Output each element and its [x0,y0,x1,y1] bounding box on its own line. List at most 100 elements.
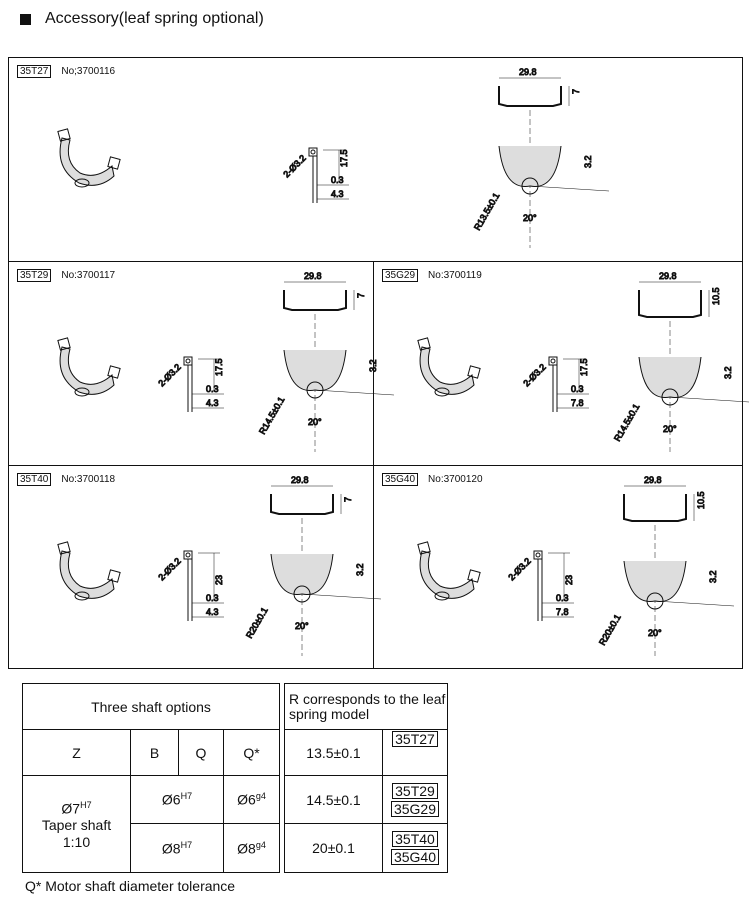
angle-dim: 20° [648,628,662,638]
z-main-tol: H7 [80,799,92,810]
height-dim: 23 [564,575,574,585]
width-dim: 29.8 [519,67,537,77]
leaf-spring-iso-view [57,128,121,188]
part-number: No:3700119 [428,270,482,281]
offset-dim: 0.3 [556,593,569,603]
part-number: No:3700117 [61,270,116,281]
height-dim: 7 [356,293,366,298]
r-table-title: R corresponds to the leaf spring model [284,683,448,730]
offset-dim: 0.3 [206,384,219,394]
r-model-table: R corresponds to the leaf spring model 1… [284,683,448,873]
qs-row2-val: Ø8 [237,840,256,857]
z-taper: Taper shaft [41,817,112,834]
qs-row1: Ø6g4 [223,775,280,824]
bq-row2-val: Ø8 [161,840,181,857]
model-badge: 35T27 [392,731,438,747]
height-dim: 17.5 [339,149,349,167]
r-models-3: 35T40 35G40 [382,823,448,873]
technical-drawing: 230.34.32-Ø3.229.873.220°R20±0.1 [57,475,382,656]
hole-dim: 2-Ø3.2 [521,362,548,389]
width-dim: 29.8 [291,475,309,485]
r-value-2: 14.5±0.1 [284,775,383,824]
offset-dim: 0.3 [571,384,584,394]
leaf-spring-front-view: 29.810.53.220°R14.5±0.1 [612,271,750,452]
z-ratio: 1:10 [62,834,91,851]
thickness-dim: 3.2 [723,366,733,379]
height-dim: 17.5 [214,358,224,376]
model-badge: 35T40 [392,831,438,847]
model-code: 35G29 [382,269,419,282]
leaf-spring-iso-view [417,337,481,397]
angle-dim: 20° [295,621,309,631]
part-number: No:3700118 [61,474,116,485]
height-dim: 10.5 [711,287,721,305]
shaft-options-table: Three shaft options Z B Q Q* Ø7H7 Taper … [22,683,280,873]
leaf-spring-iso-view [417,541,481,601]
thickness-dim: 3.2 [708,570,718,583]
bq-row1-val: Ø6 [161,791,181,808]
radius-dim: R20±0.1 [244,606,270,640]
r-value-3: 20±0.1 [284,823,383,873]
angle-dim: 20° [308,417,322,427]
angle-dim: 20° [523,213,537,223]
width-dim: 4.3 [331,189,344,199]
bq-row1: Ø6H7 [130,775,224,824]
bq-row1-tol: H7 [180,791,193,802]
offset-dim: 0.3 [206,593,219,603]
width-dim: 29.8 [659,271,677,281]
leaf-spring-side-view: 230.34.32-Ø3.2 [156,550,225,621]
panel-35g29: 35G29 No:3700119 17.5 0.3 7.8 2-Ø3.2 29.8 10.5 3… [374,262,750,466]
panel-label: 35G29 No:3700119 [382,269,482,282]
heading-text: Accessory(leaf spring optional) [45,10,264,27]
leaf-spring-iso-view [57,541,121,601]
height-dim: 17.5 [579,358,589,376]
hole-dim: 2-Ø3.2 [156,556,183,583]
hole-dim: 2-Ø3.2 [156,362,183,389]
model-badge: 35G40 [390,849,440,865]
technical-drawing: 17.50.34.32-Ø3.229.873.220°R14.5±0.1 [57,271,395,452]
z-cell: Ø7H7 Taper shaft 1:10 [22,775,131,873]
header-b: B [130,729,179,776]
model-code: 35T29 [17,269,52,282]
technical-drawing: 17.50.37.82-Ø3.229.810.53.220°R14.5±0.1 [417,271,750,452]
height-dim: 10.5 [696,491,706,509]
width-dim: 29.8 [644,475,662,485]
panel-label: 35T29 No:3700117 [17,269,115,282]
thickness-dim: 3.2 [355,563,365,576]
thickness-dim: 3.2 [583,155,593,168]
model-code: 35T27 [17,65,52,78]
width-dim: 4.3 [206,398,219,408]
bq-row2: Ø8H7 [130,823,224,873]
height-dim: 23 [214,575,224,585]
technical-drawing: 17.50.34.32-Ø3.229.873.220°R13.5±0.1 [57,67,610,248]
footnote: Q* Motor shaft diameter tolerance [25,878,236,894]
r-models-1: 35T27 [382,729,448,776]
model-code: 35T40 [17,473,52,486]
bq-row2-tol: H7 [180,839,193,850]
leaf-spring-iso-view [57,337,121,397]
leaf-spring-side-view: 230.37.82-Ø3.2 [506,550,575,621]
header-q-star: Q* [223,729,280,776]
leaf-spring-side-view: 17.50.34.32-Ø3.2 [281,147,350,203]
height-dim: 7 [343,497,353,502]
qs-row1-tol: g4 [255,791,266,802]
z-main: Ø7 [61,800,81,817]
radius-dim: R13.5±0.1 [472,191,501,232]
offset-dim: 0.3 [331,175,344,185]
panel-label: 35T40 No:3700118 [17,473,115,486]
leaf-spring-front-view: 29.873.220°R13.5±0.1 [472,67,610,248]
width-dim: 7.8 [571,398,584,408]
square-bullet-icon [20,13,31,25]
header-z: Z [22,729,131,776]
leaf-spring-front-view: 29.810.53.220°R20±0.1 [597,475,735,656]
technical-drawing: 230.37.82-Ø3.229.810.53.220°R20±0.1 [417,475,735,656]
width-dim: 7.8 [556,607,569,617]
leaf-spring-side-view: 17.5 0.3 4.3 2-Ø3.2 [156,356,225,412]
leaf-spring-front-view: 29.8 7 3.2 20° R20±0.1 [244,475,382,656]
qs-row2: Ø8g4 [223,823,280,873]
